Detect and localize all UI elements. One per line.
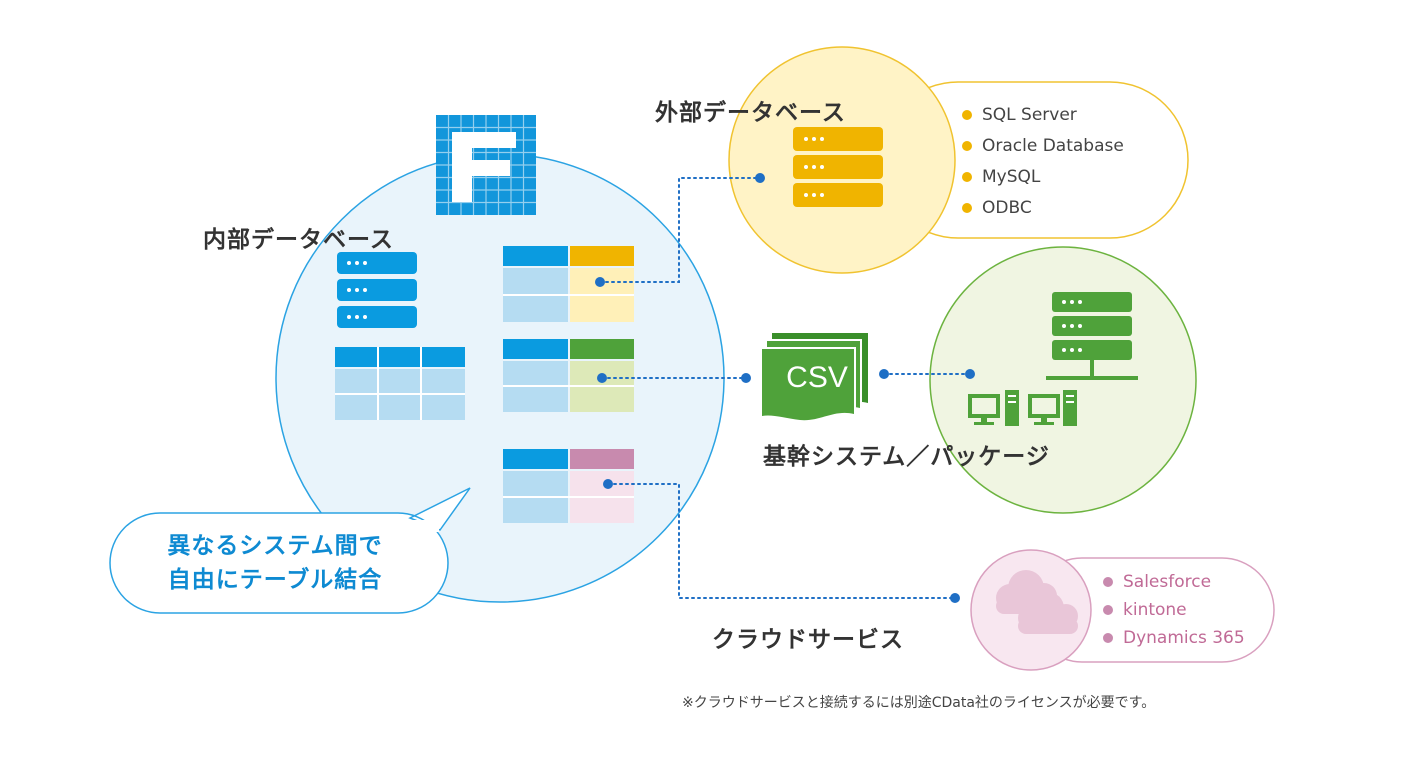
speech-line-2: 自由にテーブル結合 [167,567,383,593]
connector-dots [595,173,975,603]
table-yellow-icon [503,246,634,322]
speech-line-1: 異なるシステム間で [167,533,383,559]
list-item: kintone [1103,596,1245,624]
computer-base-icon [974,390,1077,426]
internal-table-icon [335,347,465,420]
list-item: SQL Server [962,99,1124,130]
external-db-label: 外部データベース [655,100,846,126]
list-item: Oracle Database [962,130,1124,161]
list-item: Dynamics 365 [1103,624,1245,652]
internal-server-icon [337,252,417,328]
bullet-icon [1103,577,1113,587]
f-logo-icon [436,115,536,215]
core-server-icon [1046,292,1138,380]
speech-bubble-text: 異なるシステム間で 自由にテーブル結合 [110,513,440,613]
bullet-icon [962,202,972,213]
list-item: ODBC [962,192,1124,223]
table-pink-icon [503,449,634,523]
footnote: ※クラウドサービスと接続するには別途CData社のライセンスが必要です。 [682,695,1156,711]
table-green-icon [503,339,634,412]
bullet-icon [1103,605,1113,615]
core-system-label: 基幹システム／パッケージ [763,444,1050,470]
list-item: Salesforce [1103,568,1245,596]
list-item: MySQL [962,161,1124,192]
external-server-icon [793,127,883,207]
cloud-service-list: Salesforce kintone Dynamics 365 [1103,568,1245,652]
internal-db-label: 内部データベース [203,227,394,253]
external-db-list: SQL Server Oracle Database MySQL ODBC [962,99,1124,223]
bullet-icon [962,109,972,120]
tower-detail-icon [1008,395,1074,403]
bullet-icon [962,171,972,182]
cloud-icon [996,570,1078,634]
cloud-service-label: クラウドサービス [712,627,904,653]
bullet-icon [1103,633,1113,643]
csv-label: CSV [786,361,848,394]
connector-lines [599,177,971,599]
csv-document-icon [762,333,868,424]
bullet-icon [962,140,972,151]
